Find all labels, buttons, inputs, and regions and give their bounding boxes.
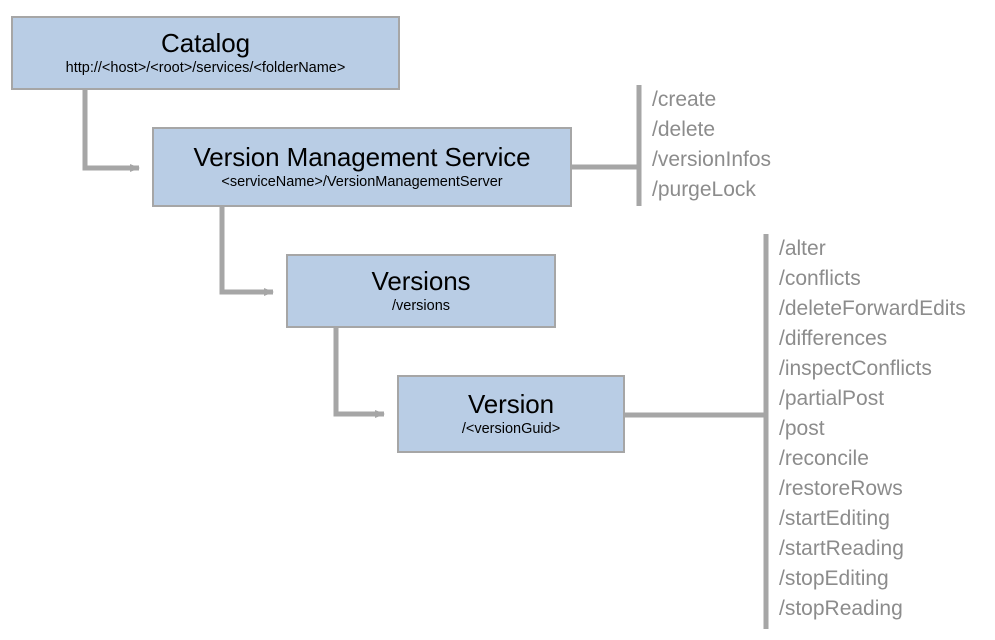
connector-version-to-operations [625,234,769,629]
node-version-management-service-title: Version Management Service [193,141,531,172]
node-versions-path: /versions [391,297,451,314]
node-version[interactable]: Version /<versionGuid> [397,375,625,453]
node-versions[interactable]: Versions /versions [286,254,556,328]
endpoint-item: /startEditing [779,507,890,530]
connector-service-to-operations [572,85,642,206]
endpoint-item: /startReading [779,537,904,560]
endpoint-item: /restoreRows [779,477,903,500]
endpoint-item: /post [779,417,825,440]
endpoint-item: /inspectConflicts [779,357,932,380]
endpoint-item: /partialPost [779,387,885,410]
connector-service-to-versions [219,207,274,296]
endpoint-item: /stopReading [779,597,903,620]
node-catalog[interactable]: Catalog http://<host>/<root>/services/<f… [11,16,400,90]
endpoint-item: /versionInfos [652,148,772,171]
endpoint-item: /alter [779,237,826,260]
endpoint-item: /differences [779,327,888,350]
endpoint-item: /deleteForwardEdits [779,297,966,320]
node-version-path: /<versionGuid> [461,420,561,437]
endpoint-item: /stopEditing [779,567,889,590]
node-versions-title: Versions [371,265,471,296]
endpoint-item: /delete [652,118,716,141]
endpoint-item: /conflicts [779,267,861,290]
node-catalog-path: http://<host>/<root>/services/<folderNam… [65,59,346,76]
endpoint-item: /purgeLock [652,178,756,201]
endpoint-list-service-operations: /create/delete/versionInfos/purgeLock [652,85,771,205]
node-version-title: Version [467,388,555,419]
node-version-management-service[interactable]: Version Management Service <serviceName>… [152,127,572,207]
node-catalog-title: Catalog [161,27,250,58]
endpoint-item: /reconcile [779,447,869,470]
connector-catalog-to-service [82,90,140,172]
connector-versions-to-version [333,328,385,418]
node-version-management-service-path: <serviceName>/VersionManagementServer [221,173,503,190]
endpoint-list-version-operations: /alter/conflicts/deleteForwardEdits/diff… [779,234,966,624]
endpoint-item: /create [652,88,717,111]
